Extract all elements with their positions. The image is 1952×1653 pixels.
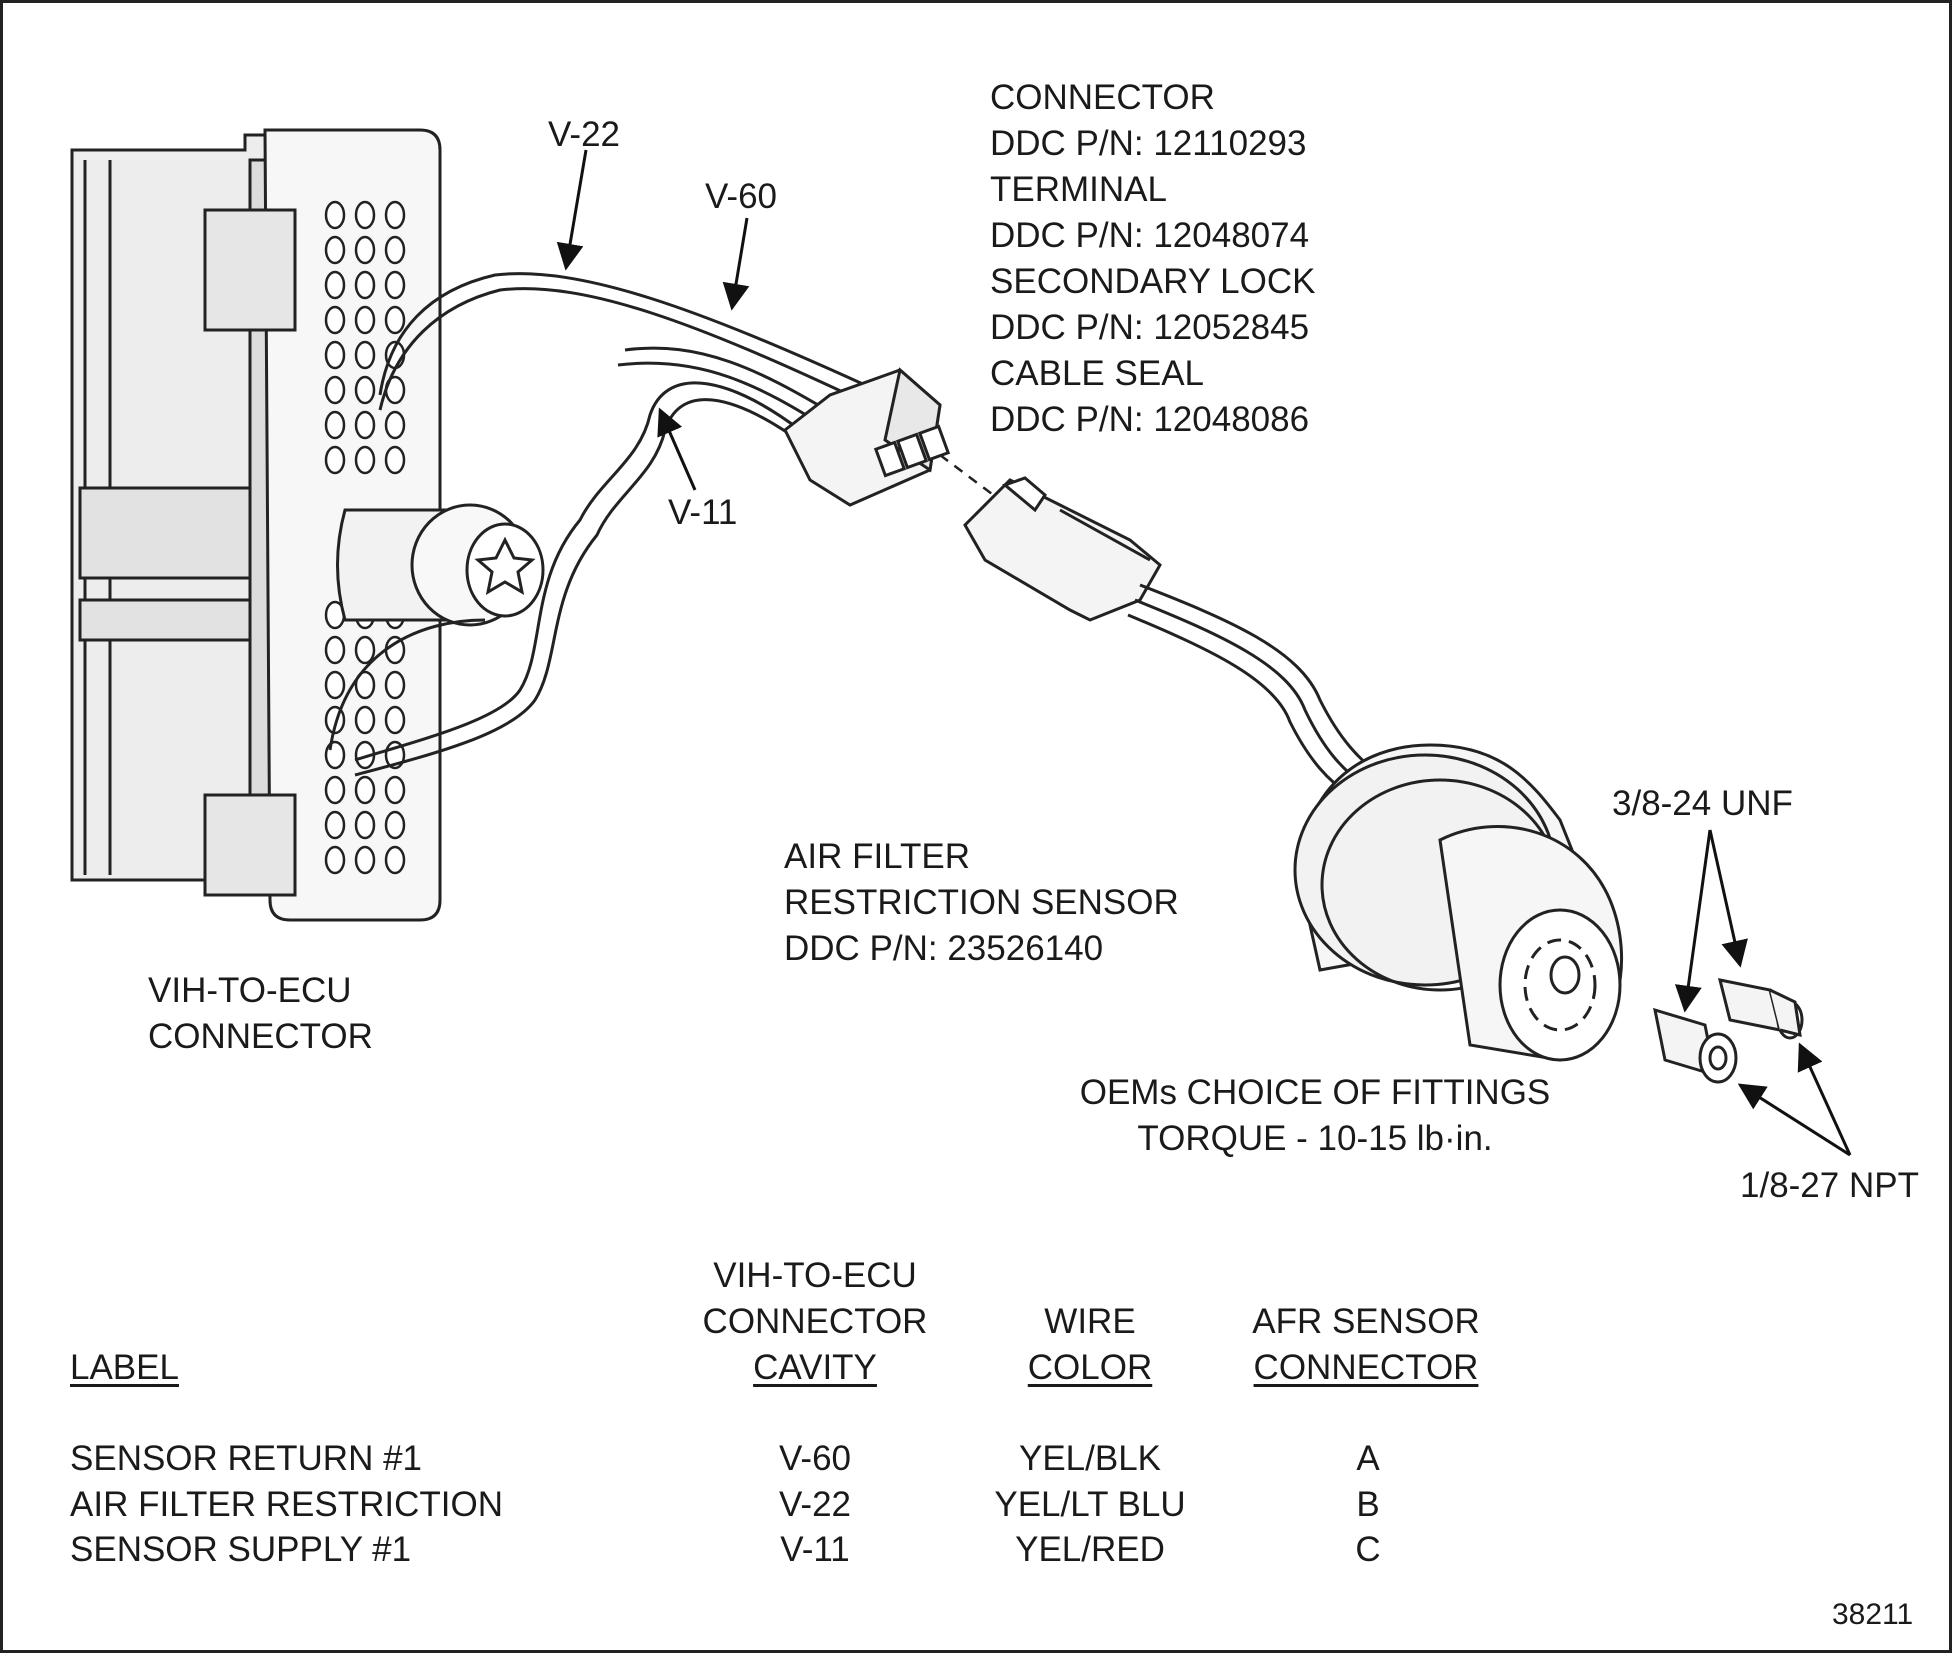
connector-spec-line: DDC P/N: 12048074	[990, 216, 1310, 255]
row-wire: YEL/RED	[1015, 1530, 1165, 1569]
row-cavity: V-22	[779, 1485, 851, 1524]
sensor-label-line: RESTRICTION SENSOR	[784, 883, 1179, 922]
connector-spec-line: CONNECTOR	[990, 78, 1215, 117]
fittings-label-line: TORQUE - 10-15 lb·in.	[1137, 1119, 1493, 1158]
header-wire-line: WIRE	[1044, 1302, 1136, 1341]
ecu-connector-label-line: CONNECTOR	[148, 1017, 373, 1056]
callout-arrows	[556, 149, 1852, 1157]
connector-spec-line: DDC P/N: 12048086	[990, 400, 1310, 439]
fittings-label: OEMs CHOICE OF FITTINGS TORQUE - 10-15 l…	[1060, 1070, 1570, 1162]
sensor-pigtail-wires	[1127, 583, 1381, 797]
connector-jack-bolt	[336, 503, 545, 627]
callout-v11: V-11	[668, 493, 738, 532]
sensor-label: AIR FILTER RESTRICTION SENSOR DDC P/N: 2…	[784, 834, 1179, 972]
callout-v60: V-60	[705, 177, 777, 216]
header-afr: AFR SENSOR CONNECTOR	[1252, 1299, 1480, 1391]
header-cavity-line: VIH-TO-ECU	[713, 1256, 917, 1295]
mating-centerline	[939, 454, 1001, 501]
row-label: SENSOR RETURN #1	[70, 1439, 423, 1478]
header-wire-line: COLOR	[1027, 1348, 1153, 1387]
row-cavity: V-60	[779, 1439, 851, 1478]
row-wire: YEL/BLK	[1018, 1439, 1162, 1478]
fittings-label-line: OEMs CHOICE OF FITTINGS	[1079, 1073, 1551, 1112]
inline-connector-male	[963, 476, 1162, 622]
header-cavity-line: CAVITY	[753, 1348, 877, 1387]
callout-v22: V-22	[548, 115, 620, 154]
row-afr: B	[1356, 1485, 1380, 1524]
connector-part-numbers: CONNECTOR DDC P/N: 12110293 TERMINAL DDC…	[990, 75, 1315, 443]
air-filter-restriction-sensor	[1293, 743, 1623, 1062]
sensor-label-line: AIR FILTER	[784, 837, 971, 876]
header-cavity-line: CONNECTOR	[702, 1302, 928, 1341]
row-afr: C	[1355, 1530, 1381, 1569]
row-wire: YEL/LT BLU	[994, 1485, 1186, 1524]
ecu-connector-label-line: VIH-TO-ECU	[148, 971, 352, 1010]
fitting-unf	[1717, 978, 1804, 1040]
sensor-label-line: DDC P/N: 23526140	[784, 929, 1104, 968]
connector-spec-line: CABLE SEAL	[990, 354, 1204, 393]
row-label: AIR FILTER RESTRICTION	[70, 1485, 503, 1524]
connector-spec-line: DDC P/N: 12110293	[990, 124, 1307, 163]
connector-spec-line: DDC P/N: 12052845	[990, 308, 1310, 347]
header-wire: WIRE COLOR	[1028, 1299, 1152, 1391]
fitting-npt	[1653, 1007, 1738, 1084]
callout-npt: 1/8-27 NPT	[1740, 1166, 1919, 1205]
connector-spec-line: TERMINAL	[990, 170, 1167, 209]
connector-spec-line: SECONDARY LOCK	[990, 262, 1316, 301]
inline-connector-female	[783, 367, 951, 507]
figure-number: 38211	[1832, 1598, 1914, 1631]
row-cavity: V-11	[780, 1530, 850, 1569]
header-cavity: VIH-TO-ECU CONNECTOR CAVITY	[703, 1253, 928, 1391]
ecu-connector-label: VIH-TO-ECU CONNECTOR	[148, 968, 373, 1060]
callout-unf: 3/8-24 UNF	[1612, 784, 1793, 823]
header-afr-line: CONNECTOR	[1253, 1348, 1479, 1387]
header-label: LABEL	[70, 1348, 179, 1387]
row-label: SENSOR SUPPLY #1	[70, 1530, 412, 1569]
header-afr-line: AFR SENSOR	[1252, 1302, 1480, 1341]
row-afr: A	[1356, 1439, 1380, 1478]
